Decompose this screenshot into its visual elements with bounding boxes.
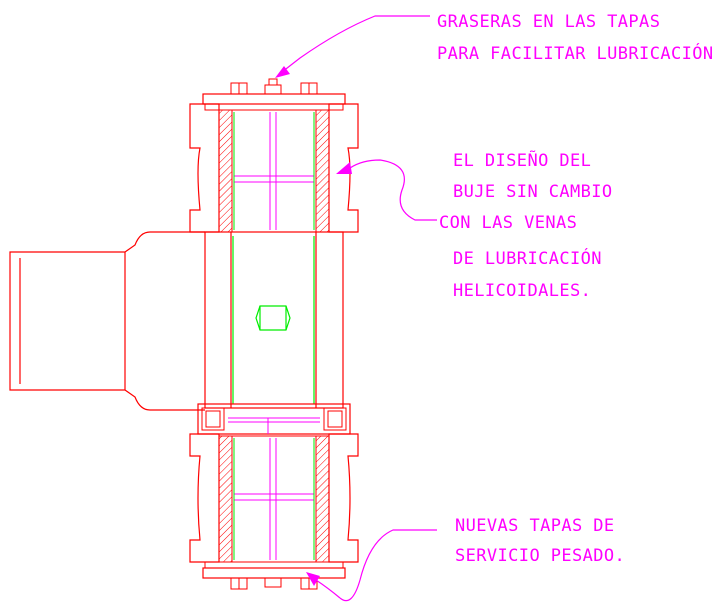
- upper-grease-fittings: [230, 78, 318, 95]
- annotation-bushing-line4: DE LUBRICACIÓN: [453, 247, 602, 269]
- upper-bushing-wall-right: [315, 109, 330, 233]
- center-hub: [204, 231, 344, 409]
- shaft: [9, 231, 205, 411]
- annotation-bushing-line5: HELICOIDALES.: [453, 281, 591, 301]
- annotation-bushing-line2: BUJE SIN CAMBIO: [453, 182, 613, 202]
- annotation-bushing-line3: CON LAS VENAS: [439, 213, 577, 233]
- annotation-bushing-design: EL DISEÑO DEL BUJE SIN CAMBIO CON LAS VE…: [439, 149, 613, 301]
- lower-bushing-wall-right: [315, 435, 330, 563]
- annotation-caps-line2: SERVICIO PESADO.: [455, 546, 625, 566]
- lower-bushing-wall-left: [218, 435, 233, 563]
- leader-bushing-design: [349, 159, 437, 221]
- upper-cap-plate: [202, 93, 346, 105]
- lower-bearing-housing: [189, 403, 359, 590]
- hub-body: [204, 231, 344, 409]
- annotation-bushing-line1: EL DISEÑO DEL: [453, 149, 591, 171]
- lower-bolts: [230, 577, 318, 590]
- annotation-grease-line1: GRASERAS EN LAS TAPAS: [437, 12, 660, 32]
- annotation-heavy-caps: NUEVAS TAPAS DE SERVICIO PESADO.: [455, 516, 625, 566]
- leader-grease-fittings: [281, 15, 430, 73]
- hex-fitting-icon: [255, 305, 291, 331]
- upper-bearing-housing: [189, 78, 359, 233]
- leader-lines: [275, 15, 437, 602]
- lower-cap-plate: [204, 561, 344, 569]
- annotation-grease-line2: PARA FACILITAR LUBRICACIÓN: [437, 42, 714, 64]
- shaft-outline: [9, 231, 205, 411]
- annotation-grease-fittings: GRASERAS EN LAS TAPAS PARA FACILITAR LUB…: [437, 12, 714, 64]
- annotation-caps-line1: NUEVAS TAPAS DE: [455, 516, 615, 536]
- hub-inner-green: [232, 236, 315, 404]
- upper-bushing-wall-left: [218, 109, 233, 233]
- leader-heavy-caps: [339, 529, 437, 602]
